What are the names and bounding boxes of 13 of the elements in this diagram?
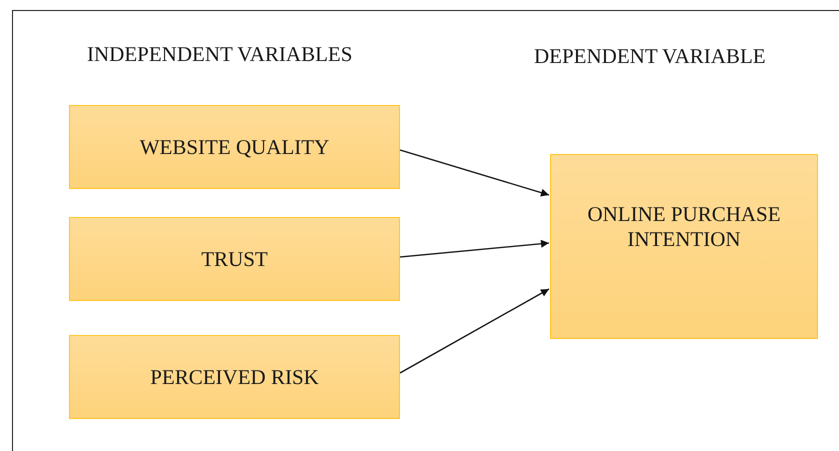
variable-box <box>69 335 400 419</box>
variable-box <box>550 154 818 339</box>
arrow <box>400 240 550 258</box>
variable-box <box>69 217 400 301</box>
variable-name: WEBSITE QUALITY <box>140 134 330 160</box>
variable-name: PERCEIVED RISK <box>150 364 319 390</box>
variable-name: TRUST <box>201 246 268 272</box>
arrow <box>400 288 550 374</box>
column-heading: DEPENDENT VARIABLE <box>534 44 766 69</box>
variable-box <box>69 105 400 189</box>
variable-name: ONLINE PURCHASE INTENTION <box>586 202 782 251</box>
column-heading: INDEPENDENT VARIABLES <box>87 42 352 67</box>
arrow <box>400 149 550 197</box>
